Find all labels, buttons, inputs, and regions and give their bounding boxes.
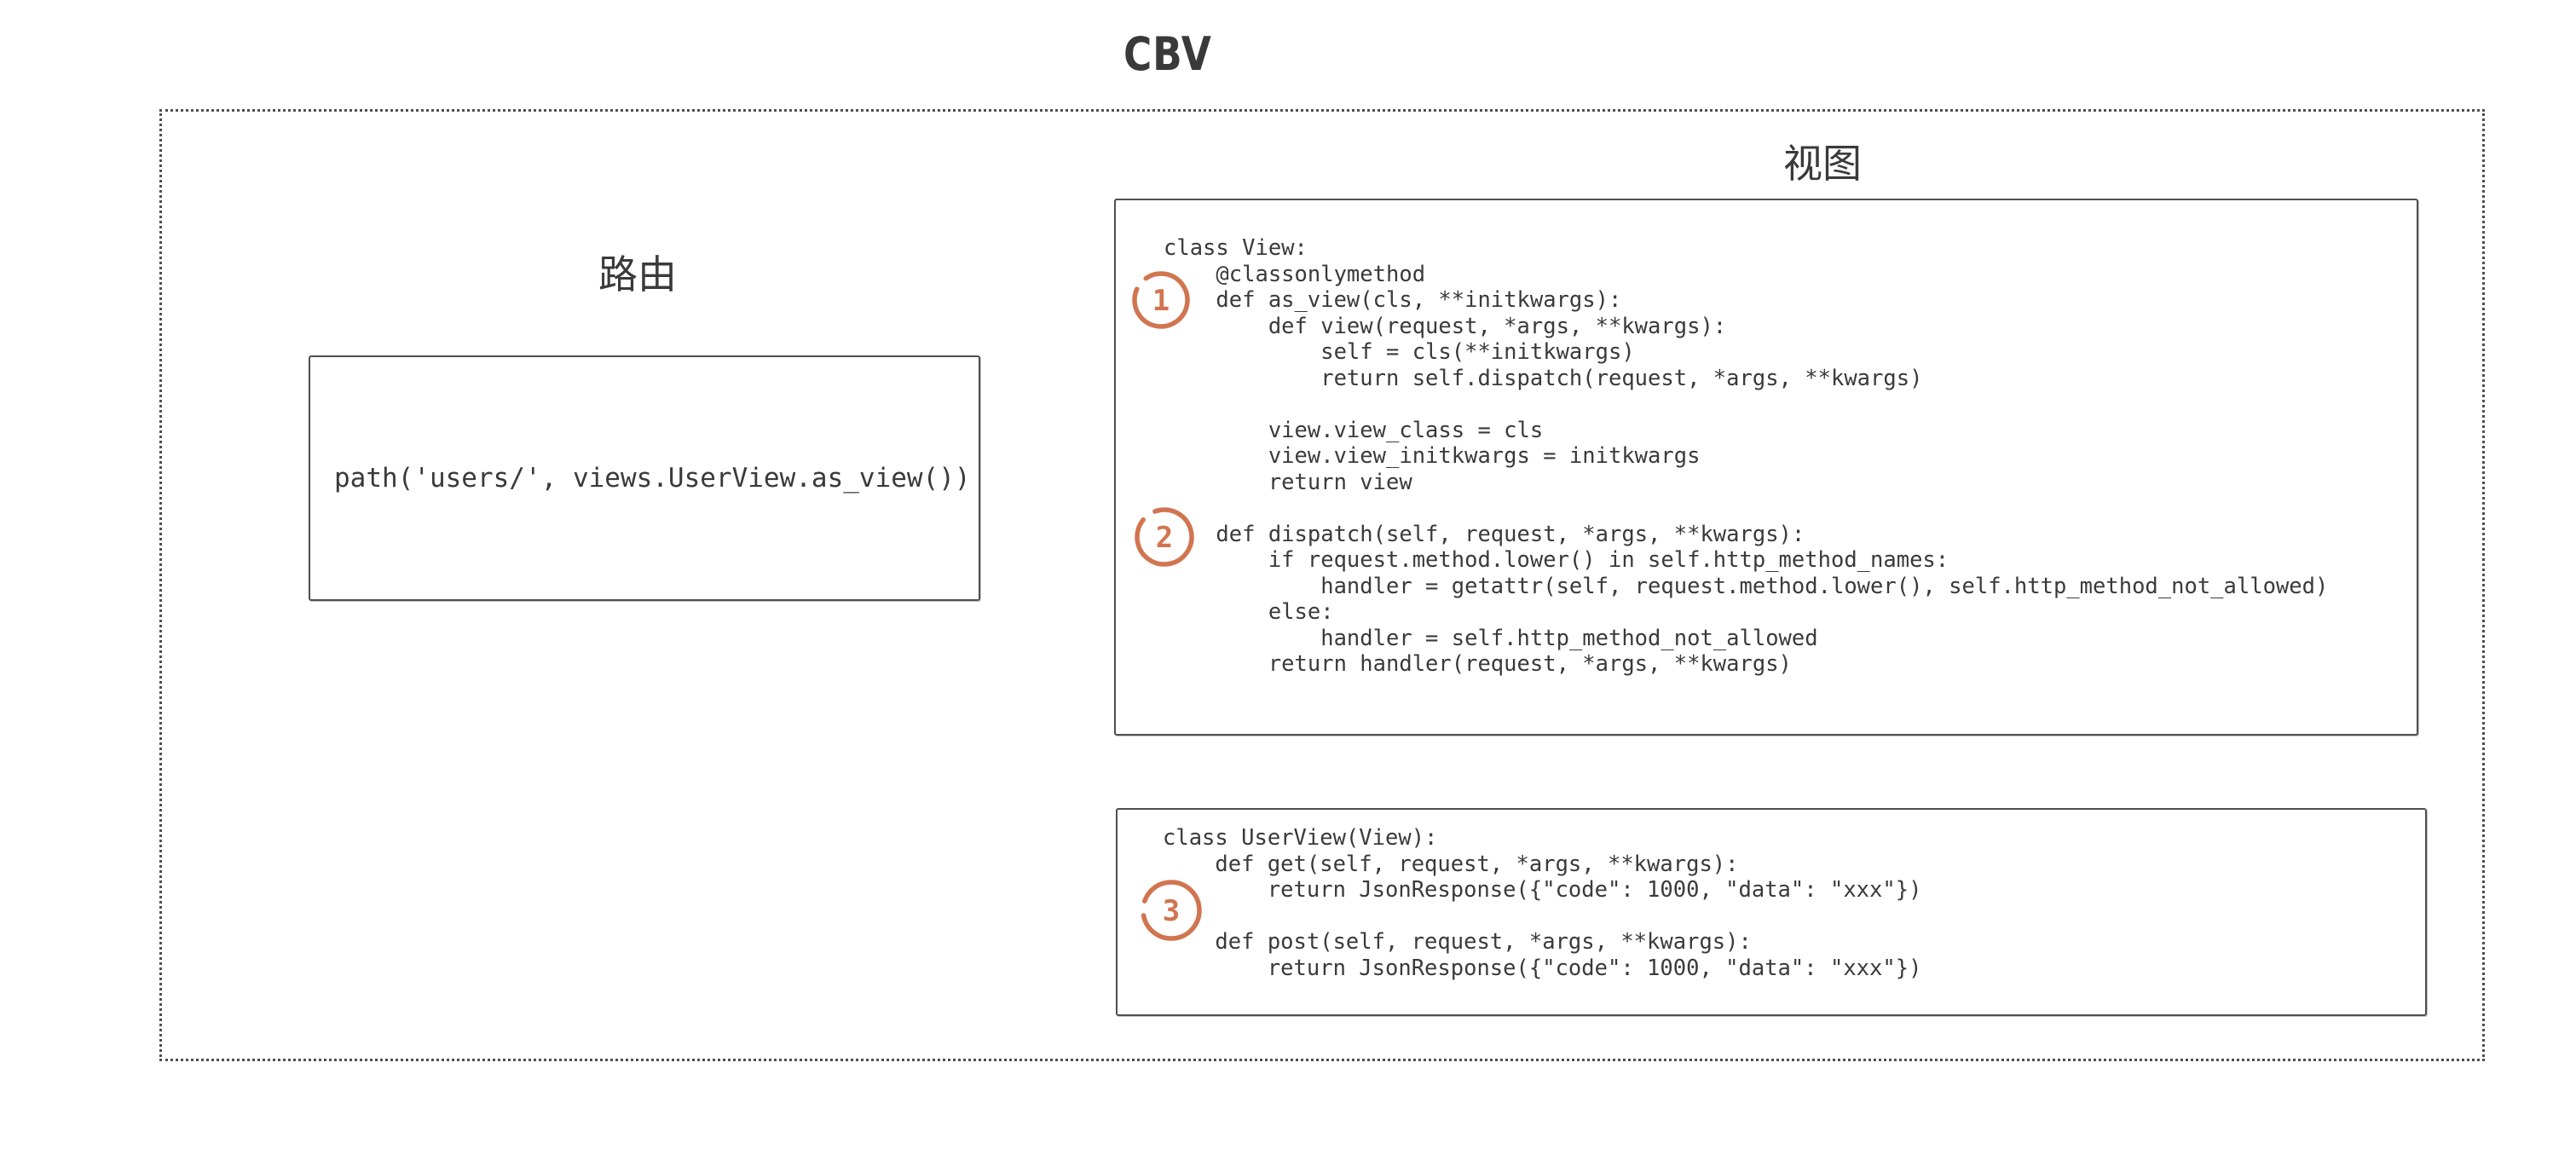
annotation-number-1: 1: [1152, 284, 1170, 318]
route-code: path('users/', views.UserView.as_view()): [334, 463, 971, 494]
view-class-code-box: class View: @classonlymethod def as_view…: [1114, 199, 2418, 736]
route-code-box: path('users/', views.UserView.as_view()): [309, 355, 980, 601]
view-class-code: class View: @classonlymethod def as_view…: [1164, 235, 2329, 677]
user-view-code: class UserView(View): def get(self, requ…: [1163, 825, 1922, 981]
annotation-circle-3-icon: 3: [1141, 880, 1202, 941]
annotation-number-2: 2: [1156, 521, 1173, 555]
view-section-label: 视图: [1783, 141, 1862, 187]
annotation-circle-2-icon: 2: [1135, 507, 1194, 567]
annotation-circle-1-icon: 1: [1132, 271, 1190, 329]
user-view-code-box: class UserView(View): def get(self, requ…: [1116, 808, 2427, 1016]
diagram-title: CBV: [1123, 27, 1212, 81]
annotation-number-3: 3: [1163, 894, 1180, 928]
route-section-label: 路由: [598, 251, 677, 297]
cbv-boundary-box: [159, 109, 2485, 1061]
